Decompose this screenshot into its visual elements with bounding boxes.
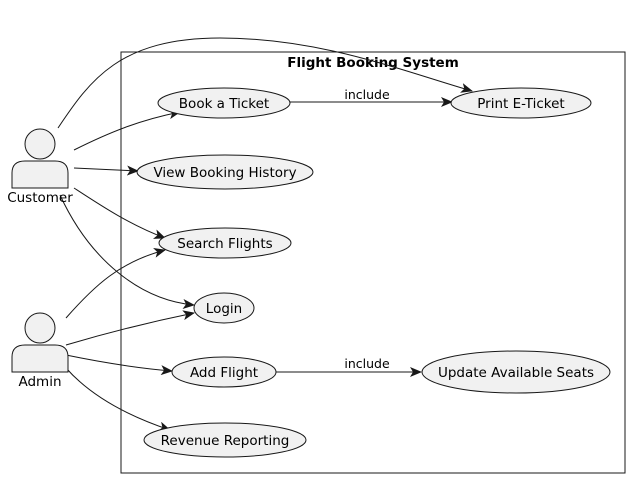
system-boundary-rect (120, 51, 626, 474)
use-case-add-flight[interactable]: Add Flight (171, 356, 277, 388)
person-icon (11, 312, 69, 373)
actor-label-admin: Admin (18, 374, 61, 390)
edge-customer-login (59, 194, 195, 309)
use-case-view-booking-history[interactable]: View Booking History (136, 154, 314, 190)
connectors (57, 37, 473, 432)
use-case-label-update-seats: Update Available Seats (438, 365, 594, 381)
system-boundary: Flight Booking System (120, 51, 626, 474)
use-case-label-login: Login (206, 301, 242, 317)
include-label-book-print: include (344, 87, 390, 102)
edge-admin-revenue-reporting (65, 367, 171, 432)
edge-admin-add-flight (65, 354, 173, 376)
use-case-book-ticket[interactable]: Book a Ticket (157, 87, 291, 119)
use-case-label-book-ticket: Book a Ticket (179, 96, 269, 112)
edge-customer-search-flights (73, 187, 166, 239)
edge-customer-view-history (73, 165, 139, 176)
use-case-search-flights[interactable]: Search Flights (158, 227, 292, 259)
system-title: Flight Booking System (287, 55, 459, 71)
use-case-label-print-eticket: Print E-Ticket (477, 96, 564, 112)
use-case-label-revenue-reporting: Revenue Reporting (161, 433, 290, 449)
use-case-update-available-seats[interactable]: Update Available Seats (421, 350, 611, 394)
use-case-label-search-flights: Search Flights (177, 236, 272, 252)
actor-customer: Customer (7, 128, 73, 206)
person-icon (11, 128, 69, 189)
edge-customer-print-eticket (57, 37, 473, 129)
use-case-label-add-flight: Add Flight (190, 365, 258, 381)
use-case-revenue-reporting[interactable]: Revenue Reporting (143, 422, 307, 458)
edge-admin-search-flights (65, 248, 166, 319)
use-case-login[interactable]: Login (193, 292, 255, 324)
use-case-print-eticket[interactable]: Print E-Ticket (450, 87, 592, 119)
edge-admin-login (65, 310, 195, 346)
use-case-label-view-history: View Booking History (153, 165, 296, 181)
actor-admin: Admin (11, 312, 69, 390)
edge-customer-book-ticket (73, 109, 181, 151)
actor-label-customer: Customer (7, 190, 73, 206)
include-label-add-update: include (344, 356, 390, 371)
